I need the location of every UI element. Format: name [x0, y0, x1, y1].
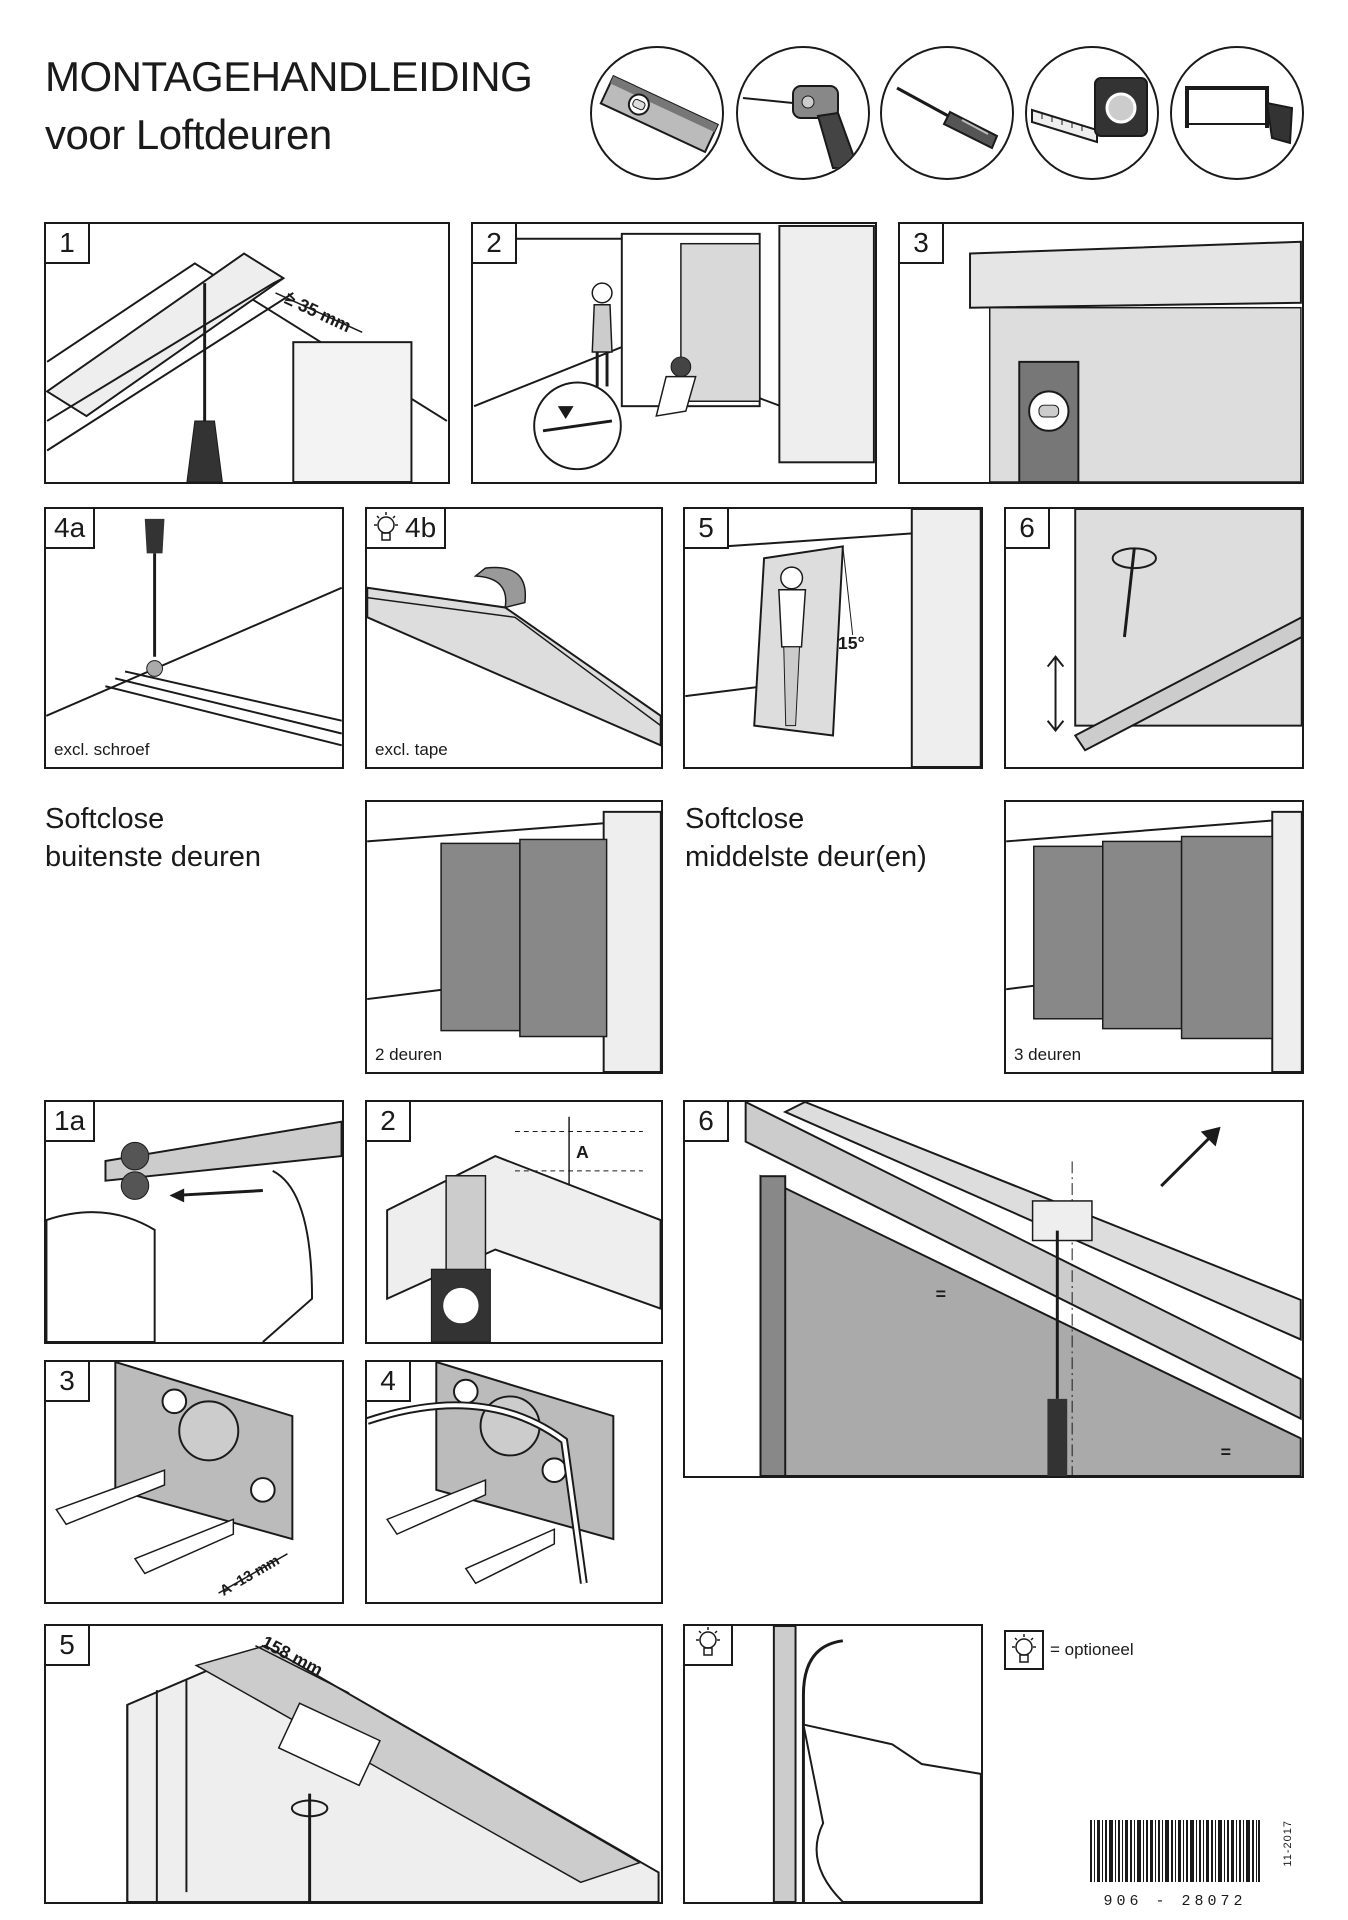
equal-mark-left: = — [936, 1284, 946, 1304]
step-number: 6 — [685, 1102, 729, 1142]
optional-step-press — [683, 1624, 983, 1904]
title-line2: voor Loftdeuren — [45, 111, 332, 158]
barcode-bars — [1090, 1820, 1260, 1882]
angle-label: 15° — [838, 633, 865, 653]
step-number: 6 — [1006, 509, 1050, 549]
step-number: 4a — [46, 509, 96, 549]
softclose-outer-heading: Softclose buitenste deuren — [45, 800, 261, 876]
barcode: 11-2017 906 - 28072 — [1090, 1820, 1294, 1910]
step-number: 2 — [473, 224, 517, 264]
softclose-middle-heading: Softclose middelste deur(en) — [685, 800, 927, 876]
softclose-step-2: 2 A — [365, 1100, 663, 1344]
heading-line1: Softclose — [685, 803, 805, 835]
step-number: 2 — [367, 1102, 411, 1142]
step-number-optional: 4b — [367, 509, 447, 549]
screwdriver-icon — [880, 46, 1014, 180]
install-step-1: 1 ≥ 35 mm — [44, 222, 450, 484]
title-line1: MONTAGEHANDLEIDING — [45, 53, 533, 100]
step-number: 3 — [900, 224, 944, 264]
lightbulb-icon — [1004, 1630, 1044, 1670]
step-number: 4 — [367, 1362, 411, 1402]
step-number: 5 — [685, 509, 729, 549]
heading-line2: middelste deur(en) — [685, 841, 927, 873]
illustration-caption: 3 deuren — [1014, 1045, 1082, 1064]
dimension-label: A -13 mm — [218, 1553, 283, 1600]
document-title: MONTAGEHANDLEIDING voor Loftdeuren — [45, 48, 533, 164]
legend-text: = optioneel — [1050, 1640, 1134, 1659]
softclose-step-4: 4 — [365, 1360, 663, 1604]
tape-measure-icon — [1025, 46, 1159, 180]
step-number: 1 — [46, 224, 90, 264]
install-step-5: 5 15° — [683, 507, 983, 769]
install-step-4b: 4b excl. tape — [365, 507, 663, 769]
step-number: 3 — [46, 1362, 90, 1402]
lightbulb-icon — [371, 511, 401, 545]
lightbulb-icon — [693, 1626, 723, 1660]
step-label: 4b — [405, 512, 437, 543]
dimension-label: A — [576, 1142, 589, 1162]
softclose-step-3: 3 A -13 mm — [44, 1360, 344, 1604]
install-step-6: 6 — [1004, 507, 1304, 769]
optional-legend: = optioneel — [1004, 1630, 1134, 1670]
illustration-caption: 2 deuren — [375, 1045, 443, 1064]
heading-line1: Softclose — [45, 803, 165, 835]
step-number: 1a — [46, 1102, 96, 1142]
install-step-3: 3 — [898, 222, 1304, 484]
dimension-label: ≥ 35 mm — [282, 288, 355, 336]
softclose-step-5: 5 158 mm — [44, 1624, 663, 1904]
softclose-step-6: 6 = = — [683, 1100, 1304, 1478]
heading-line2: buitenste deuren — [45, 841, 262, 873]
softclose-3-doors-illustration: 3 deuren — [1004, 800, 1304, 1074]
step-caption: excl. tape — [375, 740, 448, 759]
drill-icon — [736, 46, 870, 180]
hacksaw-icon — [1170, 46, 1304, 180]
step-number-optional — [685, 1626, 733, 1666]
equal-mark-right: = — [1221, 1442, 1231, 1462]
install-step-4a: 4a excl. schroef — [44, 507, 344, 769]
step-caption: excl. schroef — [54, 740, 150, 759]
print-date: 11-2017 — [1282, 1820, 1294, 1867]
spirit-level-icon — [590, 46, 724, 180]
install-step-2: 2 — [471, 222, 877, 484]
barcode-number: 906 - 28072 — [1103, 1893, 1247, 1910]
softclose-2-doors-illustration: 2 deuren — [365, 800, 663, 1074]
step-number: 5 — [46, 1626, 90, 1666]
softclose-step-1a: 1a — [44, 1100, 344, 1344]
